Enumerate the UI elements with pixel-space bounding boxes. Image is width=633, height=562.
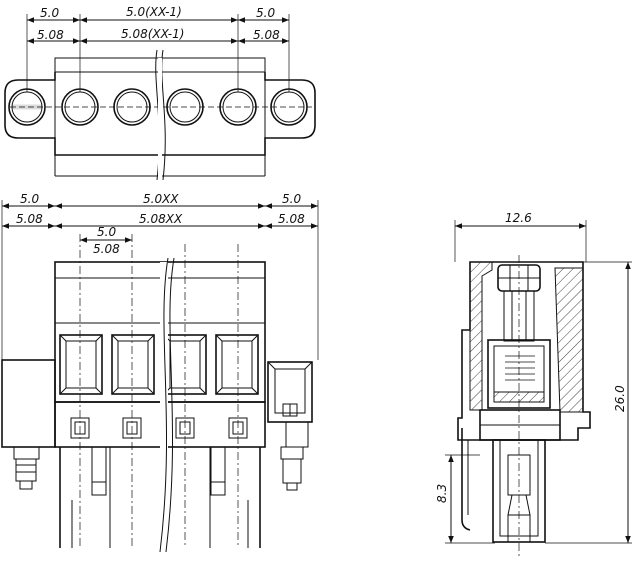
- front-dim-right-b: 5.08: [278, 212, 305, 226]
- contact-slots: [70, 417, 248, 439]
- top-dim-right-a: 5.0: [256, 6, 275, 20]
- front-dim-mid-a: 5.0XX: [143, 192, 179, 206]
- thread-lines: [505, 355, 535, 381]
- front-dim-pitch-a: 5.0: [97, 225, 116, 239]
- top-view: 5.0 5.08 5.0(XX-1) 5.08(XX-1) 5.0 5.08: [4, 5, 316, 181]
- side-view: 12.6 26.0 8.3: [435, 211, 632, 558]
- front-dim-right-a: 5.0: [282, 192, 301, 206]
- front-view: 5.0 5.08 5.0XX 5.08XX 5.0 5.08 5.0 5.08: [1, 192, 319, 553]
- screw-circles: [8, 88, 308, 126]
- top-dim-right-b: 5.08: [253, 28, 280, 42]
- side-dim-pin: 8.3: [435, 484, 449, 503]
- top-dim-left-b: 5.08: [37, 28, 64, 42]
- side-dim-height: 26.0: [613, 385, 627, 412]
- front-dim-left-b: 5.08: [16, 212, 43, 226]
- top-dim-left-a: 5.0: [40, 6, 59, 20]
- front-dim-left-a: 5.0: [20, 192, 39, 206]
- top-dim-mid-a: 5.0(XX-1): [126, 5, 182, 19]
- front-dim-mid-b: 5.08XX: [139, 212, 183, 226]
- front-dim-pitch-b: 5.08: [93, 242, 120, 256]
- top-dim-mid-b: 5.08(XX-1): [121, 27, 184, 41]
- side-dim-width: 12.6: [505, 211, 532, 225]
- wire-entries: [59, 334, 259, 395]
